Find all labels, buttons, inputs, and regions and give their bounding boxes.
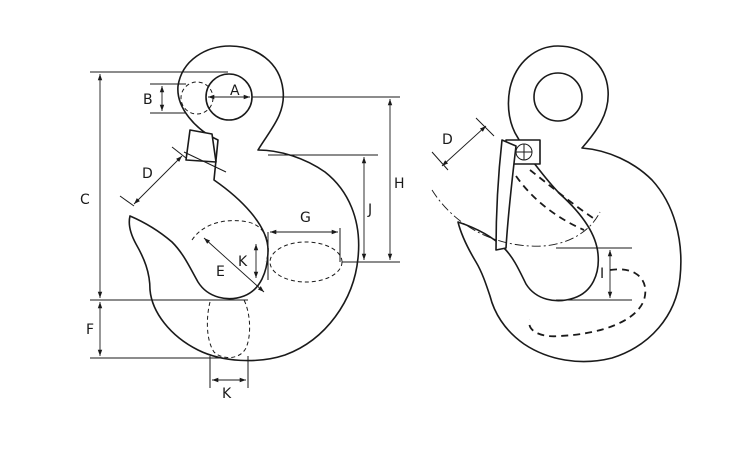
right-swing-arc [431,189,601,247]
right-open-gate-2 [529,169,597,221]
dim-e [203,237,265,293]
label-g: G [300,210,311,226]
dim-d-left [133,155,183,205]
left-hook [128,45,360,362]
right-gate [495,139,517,251]
label-f: F [86,322,94,338]
right-latch-pin-cross [516,144,532,160]
left-extension-lines [90,71,400,388]
label-b: B [143,92,153,108]
right-hook [431,45,682,363]
label-d-left: D [142,166,153,182]
dim-d-right [441,125,487,167]
label-k-inner: K [238,254,248,270]
left-bottom-section [206,299,251,358]
left-latch-block [185,129,217,163]
label-i: I [600,266,604,282]
label-d-right: D [442,132,453,148]
label-j: J [367,202,372,218]
left-dimensions [97,74,393,383]
left-gate-line [183,151,227,173]
right-bottom-section [528,268,647,338]
right-hook-body [457,45,682,363]
right-dimensions [431,117,632,301]
right-eye-hole [533,72,583,122]
label-e: E [216,264,225,280]
right-open-gate-1 [515,175,585,231]
label-c: C [80,192,90,208]
left-throat-section [191,220,269,263]
label-h: H [394,176,405,192]
label-a: A [230,83,240,99]
label-k-bottom: K [222,386,232,402]
